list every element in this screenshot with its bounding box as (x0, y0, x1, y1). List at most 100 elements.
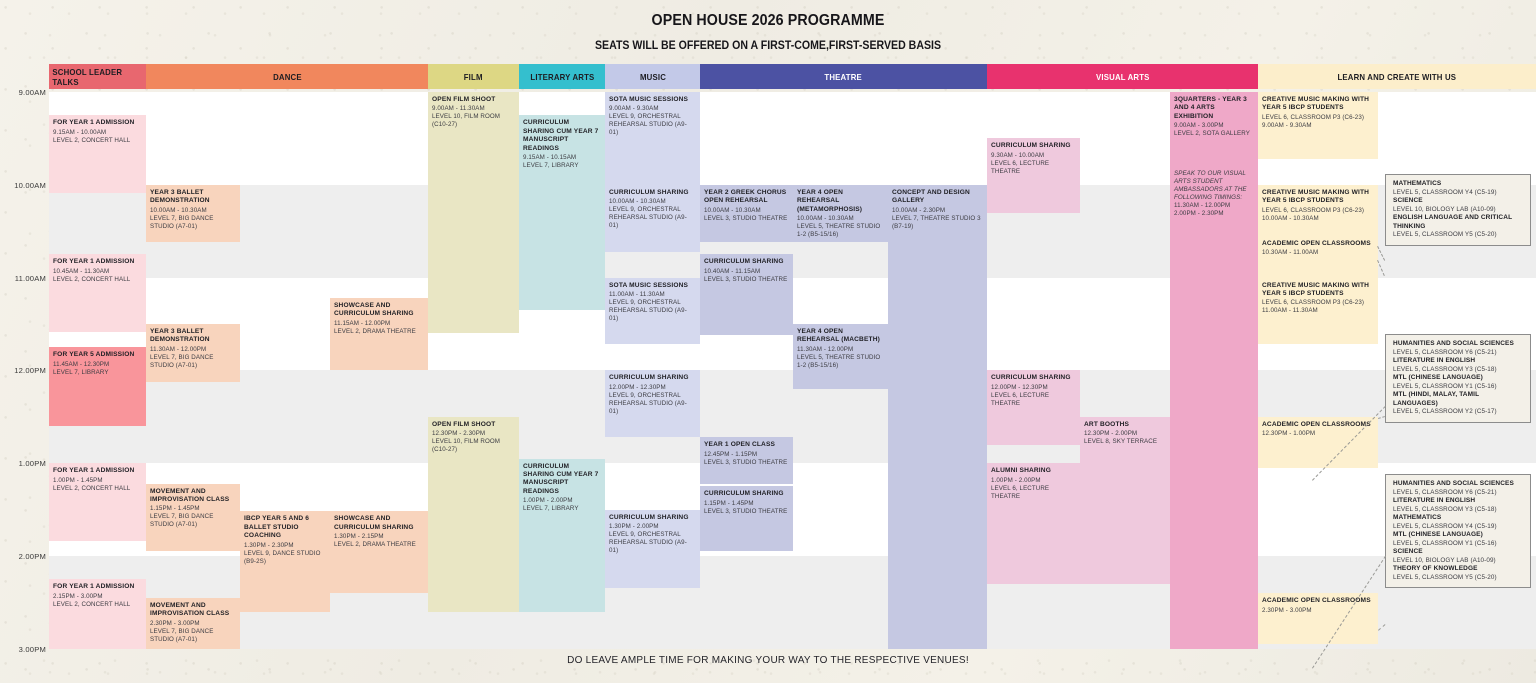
event-visual-arts[interactable]: Curriculum Sharing12.00PM - 12.30PMLevel… (987, 370, 1080, 445)
event-title: Open Film Shoot (432, 420, 496, 428)
event-title: Curriculum Sharing (609, 513, 689, 521)
column-header-dance[interactable]: DANCE (146, 64, 428, 89)
event-time: 2.30PM - 3.00PM (150, 619, 200, 627)
column-header-label: LITERARY ARTS (529, 71, 594, 82)
event-time: 10.40AM - 11.15AM (704, 267, 761, 275)
column-header-label: SCHOOL LEADER TALKS (52, 66, 123, 87)
event-theatre[interactable]: Year 1 Open Class12.45PM - 1.15PMLevel 3… (700, 437, 793, 484)
event-dance[interactable]: Movement and Improvisation Class1.15PM -… (146, 483, 240, 552)
event-title: Year 1 Open Class (704, 441, 776, 449)
event-time: 1.15PM - 1.45PM (150, 505, 200, 513)
event-location: Level 9, Orchestral Rehearsal Studio (A9… (609, 530, 687, 554)
event-school-leader-talk[interactable]: For Year 5 Admission11.45AM - 12.30PMLev… (49, 347, 146, 427)
event-location: Level 9, Orchestral Rehearsal Studio (A9… (609, 298, 687, 322)
event-location: Level 7, Big Dance Studio (A7-01) (150, 627, 214, 643)
event-dance[interactable]: Showcase and Curriculum Sharing1.30PM - … (330, 511, 428, 594)
event-learn-create[interactable]: Creative music making with Year 5 IBCP s… (1258, 92, 1378, 159)
event-title: Year 4 Open Rehearsal (Metamorphosis) (797, 188, 863, 213)
page-header: OPEN HOUSE 2026 PROGRAMME SEATS WILL BE … (0, 0, 1536, 52)
event-theatre[interactable]: Year 2 Greek Chorus Open Rehearsal10.00A… (700, 184, 793, 243)
event-theatre[interactable]: Concept and Design Gallery10.00AM - 2.30… (888, 184, 987, 649)
event-location: Level 7, Big Dance Studio (A7-01) (150, 513, 214, 529)
event-learn-create-academic[interactable]: Academic Open Classrooms10.30AM - 11.00A… (1258, 235, 1378, 278)
event-literary-arts[interactable]: Curriculum Sharing cum Year 7 Manuscript… (519, 115, 605, 311)
event-film[interactable]: Open Film Shoot9.00AM - 11.30AMLevel 10,… (428, 92, 519, 334)
event-location: Level 5, Theatre Studio 1-2 (B5-15/16) (797, 223, 881, 238)
event-learn-create-academic[interactable]: Academic Open Classrooms2.30PM - 3.00PM (1258, 593, 1378, 645)
event-time: 2.15PM - 3.00PM (53, 592, 103, 600)
event-dance[interactable]: IBCP Year 5 and 6 ballet Studio Coaching… (240, 511, 330, 612)
event-music[interactable]: Curriculum Sharing 1.30PM - 2.00PMLevel 9… (605, 509, 700, 589)
grid-band (146, 370, 428, 464)
event-school-leader-talk[interactable]: For Year 1 Admission1.00PM - 1.45PMLevel… (49, 463, 146, 541)
event-music[interactable]: Curriculum Sharing10.00AM - 10.30AMLevel… (605, 184, 700, 252)
callout-location: Level 5, Classroom Y1 (C5-16) (1393, 382, 1497, 390)
event-time: 1.30PM - 2.00PM (609, 523, 659, 531)
time-axis-label: 1.00PM (18, 459, 46, 469)
event-theatre[interactable]: Year 4 Open Rehearsal (Macbeth)11.30AM -… (793, 324, 888, 389)
event-location: Level 10, Film Room (C10-27) (432, 438, 501, 454)
event-time: 11.30AM - 12.00PM (797, 345, 854, 353)
callout-subject: Humanities and Social Sciences (1393, 480, 1514, 487)
callout-location: Level 10, Biology Lab (A10-09) (1393, 205, 1496, 213)
event-title: IBCP Year 5 and 6 ballet Studio Coaching (244, 515, 310, 540)
event-visual-arts[interactable]: Curriculum Sharing9.30AM - 10.00AMLevel … (987, 138, 1080, 213)
event-title: Open Film Shoot (432, 96, 496, 103)
time-axis-label: 12.00PM (14, 366, 46, 376)
event-location: Level 2, Concert Hall (53, 275, 131, 283)
event-location: Level 2, Concert Hall (53, 600, 131, 608)
event-dance[interactable]: Showcase and Curriculum Sharing11.15AM -… (330, 298, 428, 371)
visual-arts-ambassador-timing: 11.30AM - 12.00PM (1174, 201, 1231, 209)
event-location: Level 6, Lecture Theatre (991, 391, 1050, 407)
event-school-leader-talk[interactable]: For Year 1 Admission2.15PM - 3.00PMLevel… (49, 579, 146, 649)
event-dance[interactable]: Year 3 Ballet demonstration11.30AM - 12.… (146, 324, 240, 382)
column-header-theatre[interactable]: THEATRE (700, 64, 987, 89)
event-title: Creative music making with Year 5 IBCP s… (1262, 281, 1370, 298)
event-title: For Year 1 Admission (53, 119, 135, 127)
event-learn-create-academic[interactable]: Academic Open Classrooms12.30PM - 1.00PM (1258, 416, 1378, 468)
event-location: Level 7, Library (53, 368, 109, 376)
event-location: Level 8, Sky Terrace (1084, 438, 1158, 446)
event-location: Level 3, Studio Theatre (704, 275, 788, 283)
event-literary-arts[interactable]: Curriculum Sharing cum Year 7 Manuscript… (519, 458, 605, 612)
event-title: Curriculum Sharing cum Year 7 Manuscript… (523, 119, 599, 152)
event-location: Level 10, Film Room (C10-27) (432, 113, 501, 129)
column-header-learn-and-create-with-us[interactable]: LEARN AND CREATE WITH US (1258, 64, 1536, 89)
event-dance[interactable]: Year 3 Ballet demonstration10.00AM - 10.… (146, 184, 240, 243)
event-visual-arts[interactable]: Alumni Sharing1.00PM - 2.00PMLevel 6, Le… (987, 463, 1080, 584)
time-axis-label: 3.00PM (18, 644, 46, 654)
event-music[interactable]: SOTA Music Sessions9.00AM - 9.30AMLevel … (605, 92, 700, 185)
event-title: 3Quarters - Year 3 and 4 Arts Exhibition (1174, 96, 1247, 120)
event-film[interactable]: Open Film Shoot12.30PM - 2.30PMLevel 10,… (428, 416, 519, 612)
callout-subject: Theory of Knowledge (1393, 565, 1478, 572)
event-dance[interactable]: Movement and Improvisation Class2.30PM -… (146, 597, 240, 649)
column-header-music[interactable]: MUSIC (605, 64, 700, 89)
event-time: 11.00AM - 11.30AM (609, 291, 665, 299)
event-location: Level 3, Studio Theatre (704, 458, 788, 466)
event-time: 12.45PM - 1.15PM (704, 450, 758, 458)
column-header-visual-arts[interactable]: VISUAL ARTS (987, 64, 1258, 89)
event-theatre[interactable]: Year 4 Open Rehearsal (Metamorphosis)10.… (793, 184, 888, 243)
event-time: 9.00AM - 3.00PM (1174, 122, 1224, 130)
event-learn-create[interactable]: Creative music making with Year 5 IBCP s… (1258, 184, 1378, 236)
event-title: SOTA Music Sessions (609, 281, 689, 289)
event-music[interactable]: SOTA Music Sessions 11.00AM - 11.30AMLeve… (605, 277, 700, 345)
event-visual-arts-exhibition[interactable]: 3Quarters - Year 3 and 4 Arts Exhibition… (1170, 92, 1258, 649)
event-location: Level 9, Orchestral Rehearsal Studio (A9… (609, 206, 687, 230)
event-theatre[interactable]: Curriculum Sharing1.15PM - 1.45PMLevel 3… (700, 486, 793, 552)
event-time: 10.00AM - 10.30AM (1262, 214, 1319, 222)
event-title: Year 3 Ballet demonstration (150, 188, 210, 205)
event-theatre[interactable]: Curriculum Sharing10.40AM - 11.15AMLevel… (700, 254, 793, 336)
column-header-film[interactable]: FILM (428, 64, 519, 89)
event-learn-create[interactable]: Creative music making with Year 5 IBCP s… (1258, 277, 1378, 345)
event-title: Curriculum Sharing (991, 374, 1071, 382)
event-music[interactable]: Curriculum Sharing12.00PM - 12.30PMLevel… (605, 370, 700, 438)
column-header-school-leader-talks[interactable]: SCHOOL LEADER TALKS (49, 64, 146, 89)
event-time: 11.45AM - 12.30PM (53, 360, 110, 368)
event-visual-arts[interactable]: Art Booths12.30PM - 2.00PMLevel 8, Sky T… (1080, 416, 1170, 584)
event-school-leader-talk[interactable]: For Year 1 Admission10.45AM - 11.30AMLev… (49, 254, 146, 332)
event-school-leader-talk[interactable]: For Year 1 Admission9.15AM - 10.00AMLeve… (49, 115, 146, 193)
column-header-literary-arts[interactable]: LITERARY ARTS (519, 64, 605, 89)
footer-note: Do leave ample time for making your way … (567, 655, 969, 666)
